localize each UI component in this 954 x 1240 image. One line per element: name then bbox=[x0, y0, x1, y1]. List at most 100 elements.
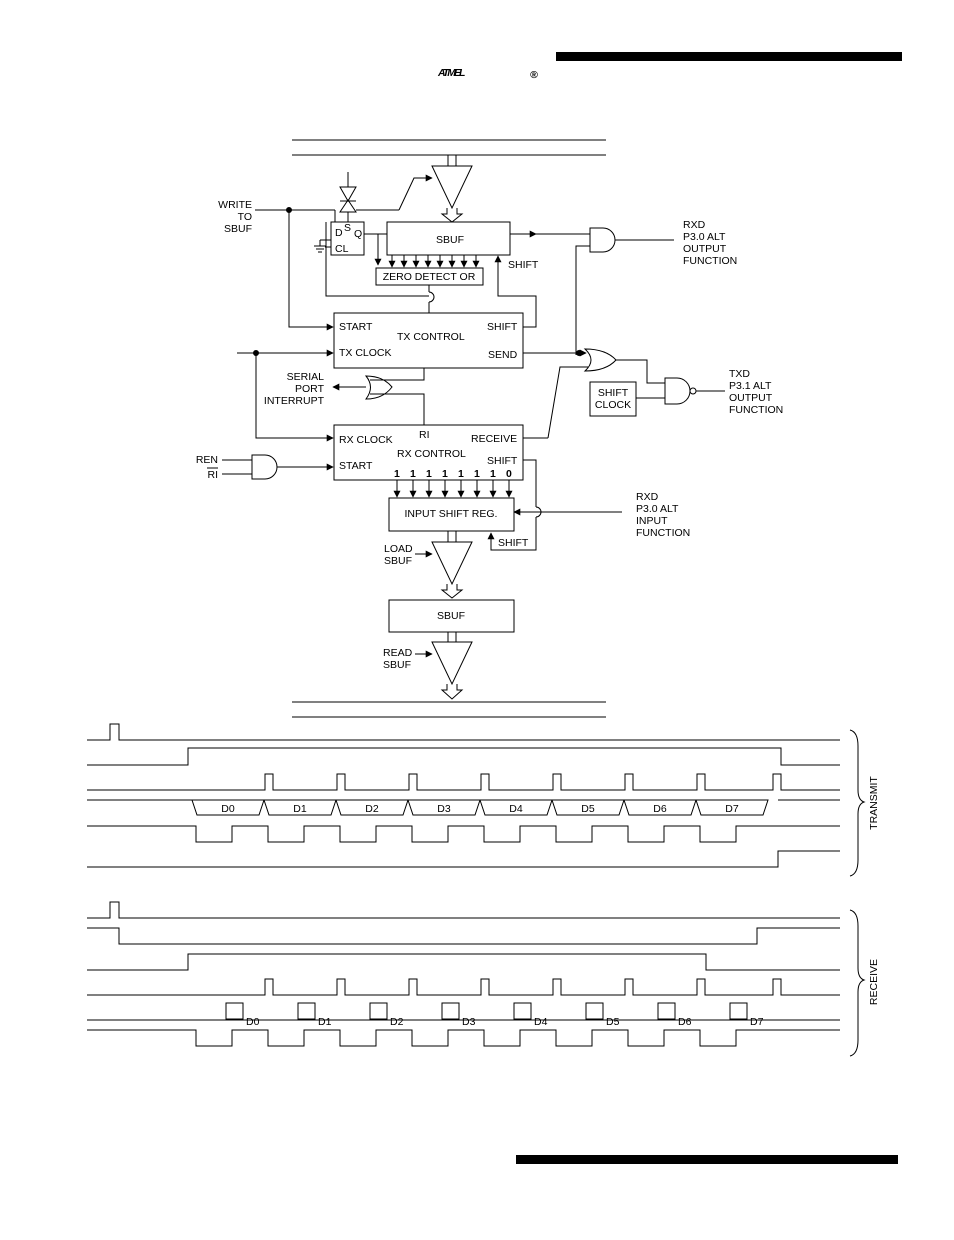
svg-text:START: START bbox=[339, 321, 373, 333]
tx-data-label: D5 bbox=[581, 803, 595, 815]
svg-text:1: 1 bbox=[442, 468, 448, 480]
tx-buffer-triangle bbox=[431, 165, 473, 210]
svg-text:RI: RI bbox=[419, 429, 430, 441]
svg-text:SHIFT: SHIFT bbox=[598, 387, 629, 399]
rx-sample-box bbox=[441, 1002, 460, 1020]
svg-text:1: 1 bbox=[426, 468, 432, 480]
svg-text:SHIFT: SHIFT bbox=[487, 455, 518, 467]
tx-data-label: D2 bbox=[365, 803, 379, 815]
tx-clock-signal bbox=[87, 825, 840, 843]
sbuf-tx-box bbox=[386, 221, 511, 256]
svg-text:LOAD: LOAD bbox=[384, 543, 413, 555]
tx-data-label: D6 bbox=[653, 803, 667, 815]
serial-port-block-diagram bbox=[222, 139, 725, 718]
input-shift-reg-box bbox=[388, 497, 515, 532]
rx-ri-signal bbox=[87, 927, 840, 945]
svg-text:1: 1 bbox=[474, 468, 480, 480]
rx-data-label: D1 bbox=[318, 1016, 332, 1028]
svg-text:P3.0 ALT: P3.0 ALT bbox=[683, 231, 726, 243]
svg-text:SBUF: SBUF bbox=[437, 610, 465, 622]
ren-ri-and-gate bbox=[251, 454, 278, 480]
atmel-logo: ATMEL ® bbox=[437, 67, 538, 81]
rx-data-label: D6 bbox=[678, 1016, 692, 1028]
svg-text:PORT: PORT bbox=[295, 383, 325, 395]
tx-data-cell bbox=[551, 799, 625, 816]
tx-control-box bbox=[333, 312, 524, 369]
receive-label: RECEIVE bbox=[868, 959, 880, 1005]
svg-text:S: S bbox=[344, 222, 351, 234]
svg-text:SBUF: SBUF bbox=[383, 659, 411, 671]
svg-text:INTERRUPT: INTERRUPT bbox=[264, 395, 325, 407]
rx-sample-box bbox=[657, 1002, 676, 1020]
svg-text:1: 1 bbox=[394, 468, 400, 480]
rx-sample-box bbox=[369, 1002, 388, 1020]
svg-text:SERIAL: SERIAL bbox=[287, 371, 325, 383]
svg-text:®: ® bbox=[530, 69, 538, 81]
svg-text:P3.0 ALT: P3.0 ALT bbox=[636, 503, 679, 515]
svg-text:INPUT SHIFT REG.: INPUT SHIFT REG. bbox=[405, 508, 498, 520]
rx-write-signal bbox=[87, 901, 840, 919]
rx-sample-box bbox=[585, 1002, 604, 1020]
svg-text:TXD: TXD bbox=[729, 368, 750, 380]
svg-text:FUNCTION: FUNCTION bbox=[729, 404, 783, 416]
svg-text:1: 1 bbox=[410, 468, 416, 480]
svg-text:FUNCTION: FUNCTION bbox=[683, 255, 737, 267]
sbuf-rx-box bbox=[388, 599, 515, 633]
svg-text:D: D bbox=[335, 227, 343, 239]
rxd-and-gate bbox=[589, 227, 616, 253]
rx-receive-signal bbox=[87, 953, 840, 971]
load-buffer-triangle bbox=[431, 541, 473, 586]
tx-data-label: D7 bbox=[725, 803, 739, 815]
tx-data-label: D4 bbox=[509, 803, 523, 815]
svg-text:SBUF: SBUF bbox=[224, 223, 252, 235]
svg-text:RXD: RXD bbox=[636, 491, 659, 503]
svg-text:SEND: SEND bbox=[488, 349, 518, 361]
svg-text:0: 0 bbox=[506, 468, 512, 480]
svg-text:ATMEL: ATMEL bbox=[437, 67, 465, 79]
receive-brace bbox=[849, 909, 866, 1057]
rx-data-label: D4 bbox=[534, 1016, 548, 1028]
rx-sample-box bbox=[729, 1002, 748, 1020]
header-bar bbox=[556, 52, 902, 61]
tx-data-cell bbox=[695, 799, 769, 816]
rx-data-label: D0 bbox=[246, 1016, 260, 1028]
footer-bar bbox=[516, 1155, 898, 1164]
rx-data-label: D7 bbox=[750, 1016, 764, 1028]
tx-data-label: D1 bbox=[293, 803, 307, 815]
svg-text:INPUT: INPUT bbox=[636, 515, 668, 527]
rx-sample-box bbox=[513, 1002, 532, 1020]
tx-data-cell bbox=[407, 799, 481, 816]
tx-data-cell bbox=[263, 799, 337, 816]
tx-data-cell bbox=[335, 799, 409, 816]
svg-text:SHIFT: SHIFT bbox=[487, 321, 518, 333]
tx-write-signal bbox=[87, 723, 840, 741]
svg-text:CL: CL bbox=[335, 243, 349, 255]
svg-text:OUTPUT: OUTPUT bbox=[729, 392, 773, 404]
rx-sample-box bbox=[297, 1002, 316, 1020]
tx-data-cell bbox=[623, 799, 697, 816]
tx-send-signal bbox=[87, 747, 840, 766]
rx-shift-signal bbox=[87, 978, 840, 996]
tx-ti-signal bbox=[87, 850, 840, 868]
svg-text:RECEIVE: RECEIVE bbox=[471, 433, 517, 445]
transmit-label: TRANSMIT bbox=[868, 776, 880, 830]
svg-text:START: START bbox=[339, 460, 373, 472]
block-diagram-labels: WRITE TO SBUF D S Q CL SBUF SHIFT ZERO D… bbox=[196, 199, 783, 671]
svg-text:RXD: RXD bbox=[683, 219, 706, 231]
svg-text:SBUF: SBUF bbox=[384, 555, 412, 567]
tx-data-cell bbox=[479, 799, 553, 816]
svg-text:REN: REN bbox=[196, 454, 218, 466]
svg-text:1: 1 bbox=[458, 468, 464, 480]
svg-text:CLOCK: CLOCK bbox=[595, 399, 631, 411]
txd-and-gate bbox=[664, 377, 691, 405]
svg-text:1: 1 bbox=[490, 468, 496, 480]
svg-text:TX CLOCK: TX CLOCK bbox=[339, 347, 392, 359]
svg-text:WRITE: WRITE bbox=[218, 199, 252, 211]
interrupt-or-gate bbox=[364, 375, 393, 400]
svg-text:SHIFT: SHIFT bbox=[498, 537, 529, 549]
